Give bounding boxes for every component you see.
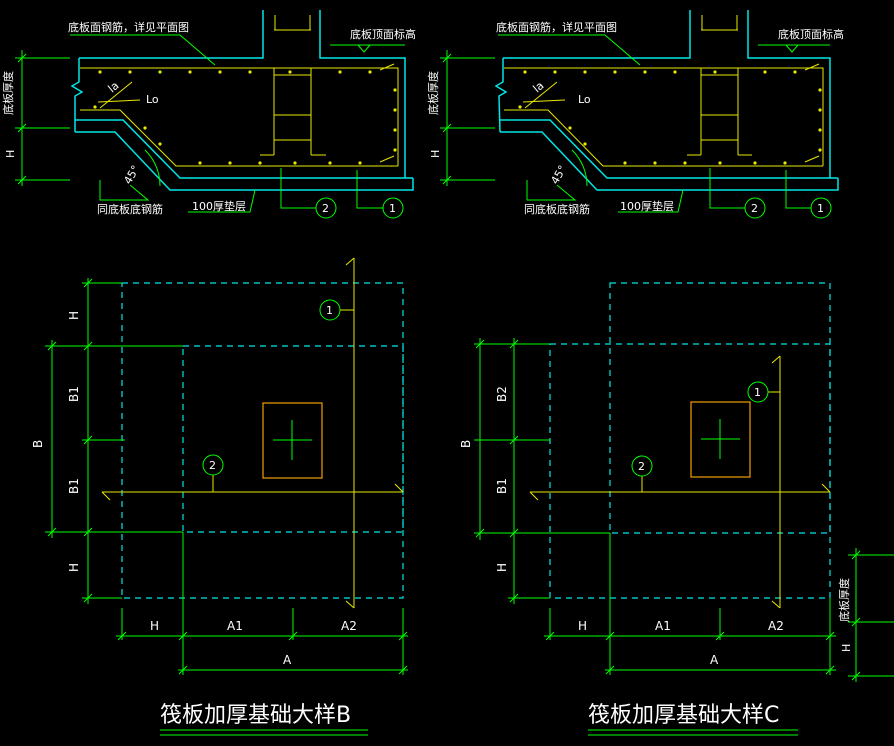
dim-b1-bottom: B1 bbox=[67, 478, 81, 494]
section-c: la Lo 底板面钢筋，详见平面图 底板顶面标高 底板厚度 H 45° 同底板底… bbox=[426, 10, 844, 219]
dim-a2: A2 bbox=[341, 619, 357, 633]
slab-thickness-label: 底板厚度 bbox=[1, 71, 15, 115]
title-c: 筏板加厚基础大样C bbox=[588, 703, 779, 728]
slab-thickness-label-right: 底板厚度 bbox=[837, 578, 851, 622]
marker-1: 1 bbox=[389, 202, 396, 215]
top-rebar-note: 底板面钢筋，详见平面图 bbox=[68, 20, 189, 34]
title-b: 筏板加厚基础大样B bbox=[160, 703, 351, 728]
bottom-rebar-note: 同底板底钢筋 bbox=[97, 202, 163, 216]
plan-b: 1 2 H B1 B1 H B H A1 A2 A 筏板加厚基础大样B bbox=[31, 257, 408, 736]
plan-c-marker-2: 2 bbox=[638, 460, 645, 473]
cushion-label: 100厚垫层 bbox=[192, 199, 246, 213]
dim-c-h: H bbox=[495, 563, 509, 572]
h-label-left: H bbox=[4, 150, 17, 158]
dim-c-b1: B1 bbox=[495, 478, 509, 494]
top-elev-label: 底板顶面标高 bbox=[350, 27, 416, 41]
lo-label-c: Lo bbox=[578, 93, 591, 106]
dim-c-h-horizontal: H bbox=[578, 619, 587, 633]
top-rebar-note-c: 底板面钢筋，详见平面图 bbox=[496, 20, 617, 34]
marker-2-c: 2 bbox=[751, 202, 758, 215]
dim-a: A bbox=[283, 653, 292, 667]
slab-thickness-label-c: 底板厚度 bbox=[426, 71, 440, 115]
angle-label: 45° bbox=[121, 163, 142, 186]
lo-label: Lo bbox=[146, 93, 159, 106]
dim-c-a2: A2 bbox=[768, 619, 784, 633]
dim-h-top: H bbox=[67, 311, 81, 320]
h-label-c: H bbox=[429, 150, 442, 158]
plan-c: 1 2 B2 B1 H B H A1 A2 A 底板厚度 H 筏板加厚基础大样C bbox=[459, 282, 894, 736]
plan-c-marker-1: 1 bbox=[754, 386, 761, 399]
dim-c-a1: A1 bbox=[655, 619, 671, 633]
dim-c-b2: B2 bbox=[495, 386, 509, 402]
dim-b1-top: B1 bbox=[67, 386, 81, 402]
marker-1-c: 1 bbox=[817, 202, 824, 215]
marker-2: 2 bbox=[322, 202, 329, 215]
dim-b: B bbox=[31, 440, 45, 448]
dim-h-horizontal: H bbox=[150, 619, 159, 633]
plan-marker-2: 2 bbox=[209, 459, 216, 472]
plan-marker-1: 1 bbox=[326, 304, 333, 317]
cushion-label-c: 100厚垫层 bbox=[620, 199, 674, 213]
dim-h-bottom: H bbox=[67, 563, 81, 572]
section-b: la Lo 底板面钢筋，详见平面图 底板顶面标高 底板厚度 H 45° 同底板底… bbox=[1, 10, 416, 219]
bottom-rebar-note-c: 同底板底钢筋 bbox=[524, 202, 590, 216]
dim-c-a: A bbox=[710, 653, 719, 667]
top-elev-label-c: 底板顶面标高 bbox=[778, 27, 844, 41]
angle-label-c: 45° bbox=[548, 163, 569, 186]
dim-a1: A1 bbox=[227, 619, 243, 633]
h-label-right: H bbox=[840, 644, 853, 652]
dim-c-b: B bbox=[459, 440, 473, 448]
